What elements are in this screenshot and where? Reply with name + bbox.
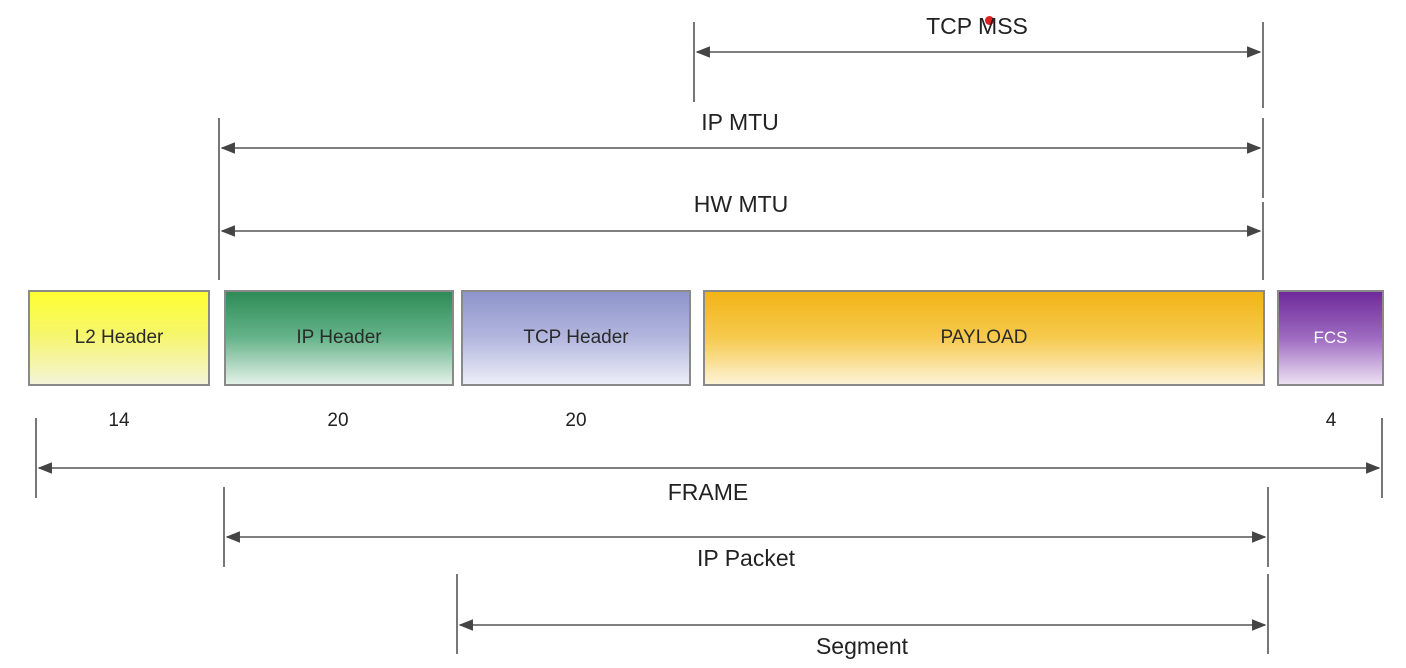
tcp-header-block: TCP Header — [461, 290, 691, 386]
segment-label: Segment — [815, 633, 909, 659]
fcs-size: 4 — [1325, 410, 1337, 431]
ip-header-block: IP Header — [224, 290, 454, 386]
l2-header-size: 14 — [108, 410, 130, 431]
tcp-mss-label: TCP MSS — [926, 13, 1028, 39]
hw-mtu-label: HW MTU — [693, 191, 789, 217]
fcs-block: FCS — [1277, 290, 1384, 386]
payload-block: PAYLOAD — [703, 290, 1265, 386]
red-dot — [985, 16, 994, 25]
ip-header-size: 20 — [327, 410, 349, 431]
ip-mtu-label: IP MTU — [701, 109, 779, 135]
ip-packet-label: IP Packet — [696, 545, 796, 571]
frame-label: FRAME — [667, 479, 749, 505]
tcp-header-size: 20 — [565, 410, 587, 431]
l2-header-block: L2 Header — [28, 290, 210, 386]
